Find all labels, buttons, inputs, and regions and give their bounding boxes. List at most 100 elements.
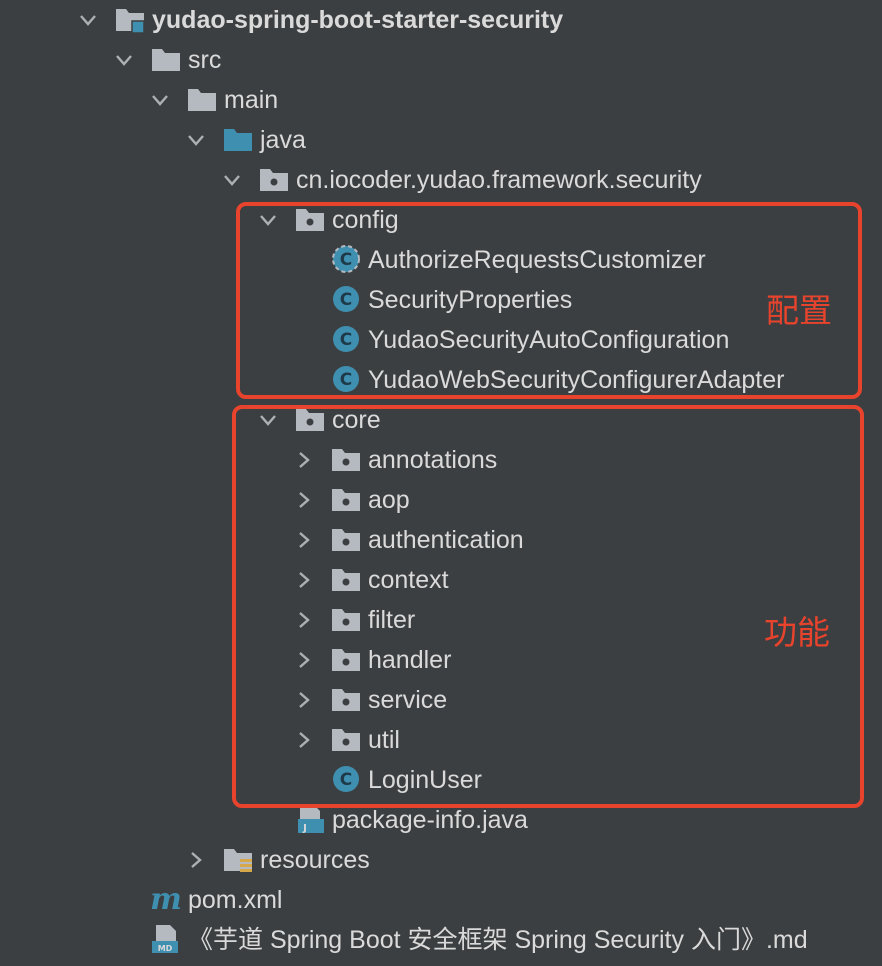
module-label: yudao-spring-boot-starter-security — [152, 6, 564, 34]
tree-row-main[interactable]: main — [0, 80, 882, 120]
chevron-right-icon[interactable] — [294, 570, 314, 590]
package-icon — [296, 409, 324, 431]
package-label: context — [368, 566, 449, 594]
config-label: config — [332, 206, 399, 234]
class-label: SecurityProperties — [368, 286, 573, 314]
tree-row-package[interactable]: util — [0, 720, 882, 760]
package-label: aop — [368, 486, 410, 514]
tree-row-package[interactable]: annotations — [0, 440, 882, 480]
tree-row-config[interactable]: config — [0, 200, 882, 240]
core-annotation-label: 功能 — [764, 613, 830, 652]
tree-row-class[interactable]: C YudaoWebSecurityConfigurerAdapter — [0, 360, 882, 400]
package-label: service — [368, 686, 448, 714]
chevron-right-icon[interactable] — [294, 690, 314, 710]
chevron-down-icon[interactable] — [222, 170, 242, 190]
chevron-down-icon[interactable] — [150, 90, 170, 110]
chevron-down-icon[interactable] — [258, 210, 278, 230]
package-icon — [332, 529, 360, 551]
tree-row-package[interactable]: authentication — [0, 520, 882, 560]
package-label: filter — [368, 606, 416, 634]
chevron-down-icon[interactable] — [186, 130, 206, 150]
package-label: authentication — [368, 526, 524, 554]
chevron-right-icon[interactable] — [186, 850, 206, 870]
config-annotation-label: 配置 — [766, 291, 832, 330]
svg-text:C: C — [340, 370, 352, 390]
package-icon — [296, 209, 324, 231]
chevron-right-icon[interactable] — [294, 730, 314, 750]
package-icon — [332, 609, 360, 631]
core-highlight-box — [232, 405, 864, 808]
svg-text:C: C — [340, 290, 352, 310]
class-label: YudaoSecurityAutoConfiguration — [368, 326, 730, 354]
abstract-class-icon: C — [332, 245, 360, 273]
package-label: util — [368, 726, 400, 754]
tree-row-markdown[interactable]: MD 《芋道 Spring Boot 安全框架 Spring Security … — [0, 920, 882, 960]
main-label: main — [224, 86, 279, 114]
chevron-down-icon[interactable] — [258, 410, 278, 430]
tree-row-class[interactable]: C SecurityProperties — [0, 280, 882, 320]
class-label: YudaoWebSecurityConfigurerAdapter — [368, 366, 785, 394]
class-icon: C — [333, 286, 359, 312]
chevron-down-icon[interactable] — [78, 10, 98, 30]
tree-row-package[interactable]: cn.iocoder.yudao.framework.security — [0, 160, 882, 200]
markdown-icon: MD — [152, 925, 178, 953]
class-icon: C — [333, 366, 359, 392]
chevron-right-icon[interactable] — [294, 450, 314, 470]
package-icon — [332, 489, 360, 511]
tree-row-package[interactable]: aop — [0, 480, 882, 520]
package-icon — [332, 689, 360, 711]
readme-label: 《芋道 Spring Boot 安全框架 Spring Security 入门》… — [188, 926, 808, 954]
tree-row-module[interactable]: yudao-spring-boot-starter-security — [0, 0, 882, 40]
class-icon: C — [333, 326, 359, 352]
java-file-icon: J — [298, 805, 324, 834]
svg-text:m: m — [150, 883, 182, 915]
source-folder-icon — [224, 129, 252, 151]
file-label: package-info.java — [332, 806, 528, 834]
tree-row-pom[interactable]: m pom.xml — [0, 880, 882, 920]
svg-text:J: J — [302, 823, 307, 834]
pom-label: pom.xml — [188, 886, 283, 914]
java-label: java — [260, 126, 306, 154]
class-label: AuthorizeRequestsCustomizer — [368, 246, 706, 274]
svg-text:C: C — [340, 770, 352, 790]
package-label: cn.iocoder.yudao.framework.security — [296, 166, 702, 194]
svg-text:MD: MD — [158, 944, 173, 953]
config-highlight-box — [236, 202, 862, 399]
tree-row-core[interactable]: core — [0, 400, 882, 440]
chevron-right-icon[interactable] — [294, 650, 314, 670]
resources-label: resources — [260, 846, 370, 874]
tree-row-resources[interactable]: resources — [0, 840, 882, 880]
chevron-right-icon[interactable] — [294, 610, 314, 630]
chevron-down-icon[interactable] — [114, 50, 134, 70]
package-icon — [332, 649, 360, 671]
resources-folder-icon — [224, 849, 252, 872]
package-icon — [332, 729, 360, 751]
tree-row-package-info[interactable]: J package-info.java — [0, 800, 882, 840]
core-label: core — [332, 406, 381, 434]
chevron-right-icon[interactable] — [294, 530, 314, 550]
tree-row-package[interactable]: handler — [0, 640, 882, 680]
src-label: src — [188, 46, 222, 74]
class-icon: C — [333, 766, 359, 792]
package-icon — [332, 569, 360, 591]
tree-row-class[interactable]: C YudaoSecurityAutoConfiguration — [0, 320, 882, 360]
folder-icon — [152, 49, 180, 71]
svg-text:C: C — [340, 250, 352, 270]
tree-row-src[interactable]: src — [0, 40, 882, 80]
maven-icon: m — [150, 883, 182, 915]
svg-text:C: C — [340, 330, 352, 350]
tree-row-class[interactable]: C LoginUser — [0, 760, 882, 800]
chevron-right-icon[interactable] — [294, 490, 314, 510]
tree-row-package[interactable]: service — [0, 680, 882, 720]
package-label: handler — [368, 646, 452, 674]
tree-row-package[interactable]: filter — [0, 600, 882, 640]
class-label: LoginUser — [368, 766, 482, 794]
folder-icon — [188, 89, 216, 111]
package-icon — [260, 169, 288, 191]
tree-row-package[interactable]: context — [0, 560, 882, 600]
tree-row-class[interactable]: C AuthorizeRequestsCustomizer — [0, 240, 882, 280]
package-icon — [332, 449, 360, 471]
tree-row-java[interactable]: java — [0, 120, 882, 160]
module-folder-icon — [116, 9, 145, 34]
